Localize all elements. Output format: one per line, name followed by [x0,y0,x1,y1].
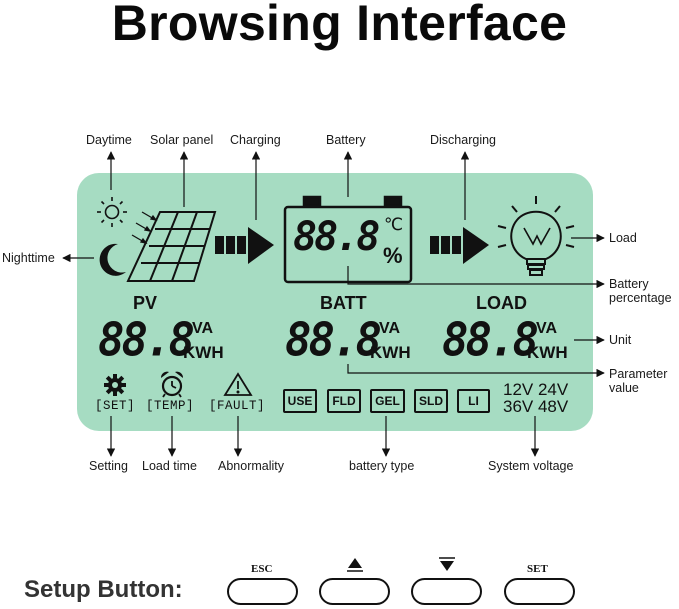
discharging-arrow-icon [430,227,489,264]
voltage-row-1: 12V 24V [503,380,569,399]
tag-temp: [TEMP] [146,399,195,413]
batt-readout: 88.8 [285,313,382,368]
set-button-label: SET [527,563,548,575]
section-pv: PV [133,293,158,313]
solar-panel-icon [126,211,217,282]
callout-charging: Charging [230,133,281,147]
down-button[interactable] [411,578,482,605]
alarm-clock-icon [160,371,184,398]
moon-icon [99,243,126,276]
load-unit-va: VA [536,320,558,337]
callout-battery-type: battery type [349,459,415,473]
up-button[interactable] [319,578,390,605]
section-load: LOAD [476,293,527,313]
battery-type-use: USE [283,389,317,413]
callout-system-voltage: System voltage [488,459,574,473]
down-triangle-icon [439,557,455,571]
tag-fault: [FAULT] [209,399,266,413]
callout-load: Load [609,231,637,245]
callout-unit: Unit [609,333,632,347]
battery-type-sld: SLD [414,389,448,413]
battery-percentage-leader [347,266,605,289]
callout-battery: Battery [326,133,366,147]
battery-type-gel: GEL [370,389,405,413]
battery-type-li: LI [457,389,490,413]
celsius-symbol: ℃ [384,215,404,234]
battery-icon [283,195,413,284]
setup-button-label: Setup Button: [24,576,183,603]
battery-readout: 88.8 [293,214,380,260]
pv-readout: 88.8 [98,313,195,368]
pv-unit-kwh: KWH [183,343,224,362]
section-batt: BATT [320,293,367,313]
callout-daytime: Daytime [86,133,132,147]
tag-set: [SET] [95,399,136,413]
voltage-row-2: 36V 48V [503,397,569,416]
callout-abnormality: Abnormality [218,459,284,473]
battery-type-fld: FLD [327,389,361,413]
batt-unit-kwh: KWH [370,343,411,362]
up-triangle-icon [347,558,363,572]
load-readout: 88.8 [442,313,539,368]
warning-icon [223,372,253,396]
gear-icon [104,374,126,396]
callout-battery-percentage: Battery percentage [609,277,672,305]
callout-solar-panel: Solar panel [150,133,214,147]
light-bulb-icon [497,196,575,276]
esc-button[interactable] [227,578,298,605]
callout-load-time: Load time [142,459,197,473]
batt-unit-va: VA [379,320,401,337]
set-button[interactable] [504,578,575,605]
sun-icon [97,197,127,227]
esc-button-label: ESC [251,563,273,575]
page-title: Browsing Interface [111,0,568,51]
callout-discharging: Discharging [430,133,497,147]
charging-arrow-icon [215,227,274,264]
sunlight-arrows-icon [131,211,158,244]
callout-nighttime: Nighttime [2,251,55,265]
pv-unit-va: VA [192,320,214,337]
callout-parameter-value: Parameter value [609,367,668,395]
percent-symbol: % [383,243,403,268]
parameter-value-leader [347,364,605,378]
load-unit-kwh: KWH [527,343,568,362]
callout-setting: Setting [89,459,128,473]
